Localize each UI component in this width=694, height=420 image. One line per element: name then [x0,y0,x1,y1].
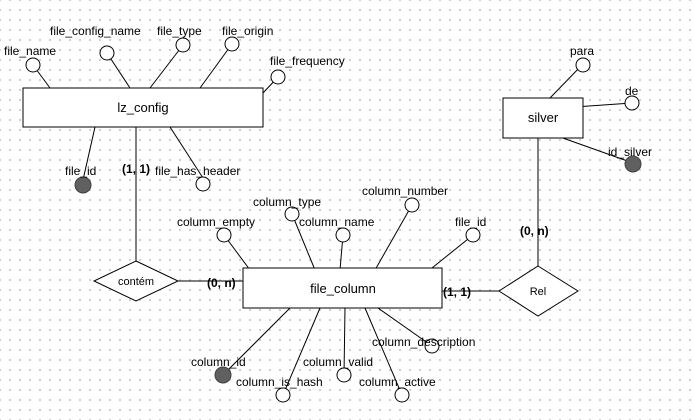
relationship-diamond [498,265,579,317]
entity-lz-config[interactable]: lz_config [22,87,264,128]
line-file-type [149,44,184,89]
attr-circle-file-origin[interactable] [224,36,240,52]
line-column-description [377,307,433,347]
attr-label-column-active: column_active [359,375,436,389]
relationship-diamond [92,260,180,302]
attr-key-circle-column-id[interactable] [214,366,232,384]
attr-label-id-silver: id_silver [608,145,652,159]
attr-circle-file-name[interactable] [25,57,41,73]
relationship-contem[interactable]: contém [92,260,180,302]
attr-circle-file-has-header[interactable] [195,176,211,192]
line-column-is-hash [282,307,321,396]
entity-label: lz_config [117,100,168,115]
attr-label-column-is-hash: column_is_hash [236,375,323,389]
cardinality-silver-rel: (0, n) [520,224,549,238]
line-para [549,64,583,99]
attr-circle-column-empty[interactable] [216,227,232,243]
attr-label-file-name: file_name [4,44,56,58]
cardinality-fc-rel: (1, 1) [443,285,471,299]
attr-key-circle-id-silver[interactable] [624,155,642,173]
attr-label-column-number: column_number [362,184,448,198]
attr-label-file-config-name: file_config_name [50,24,141,38]
line-file-origin [199,43,233,89]
entity-label: silver [528,110,559,125]
attr-label-column-id: column_id [191,355,246,369]
attr-label-column-description: column_description [372,335,475,349]
line-column-valid [343,307,346,376]
attr-label-para: para [570,44,594,58]
attr-label-file-has-header: file_has_header [155,164,240,178]
attr-circle-column-description[interactable] [424,338,440,354]
attr-circle-file-id-fc[interactable] [465,227,481,243]
entity-file-column[interactable]: file_column [242,267,443,309]
attr-label-column-type: column_type [253,195,321,209]
attr-circle-file-frequency[interactable] [270,69,286,85]
attr-circle-para[interactable] [575,57,591,73]
entity-box [22,87,264,128]
entity-label: file_column [310,281,376,296]
relationship-label: contém [118,276,154,288]
attr-circle-file-config-name[interactable] [99,45,115,61]
entity-box [502,97,584,139]
line-column-id [222,307,291,376]
attr-label-file-id-fc: file_id [455,215,486,229]
attr-label-file-frequency: file_frequency [270,54,345,68]
attr-label-file-type: file_type [157,24,202,38]
line-column-active [364,307,403,396]
attr-label-column-empty: column_empty [177,215,255,229]
attr-label-column-valid: column_valid [303,355,373,369]
attr-circle-column-is-hash[interactable] [275,387,291,403]
relationship-rel[interactable]: Rel [498,265,579,317]
entity-silver[interactable]: silver [502,97,584,139]
line-column-type [291,213,316,271]
attr-circle-column-number[interactable] [404,197,420,213]
cardinality-contem-fc: (0, n) [207,276,236,290]
relationship-label: Rel [530,286,547,298]
line-file-has-header [169,126,204,179]
attr-circle-file-type[interactable] [175,37,191,53]
line-column-number [374,204,413,271]
line-file-id-key [82,126,96,181]
attr-circle-column-active[interactable] [394,387,410,403]
attr-circle-de[interactable] [624,95,640,111]
attr-label-file-id: file_id [65,164,96,178]
attr-circle-column-type[interactable] [284,206,300,222]
entity-box [242,267,443,309]
line-file-id-fc [431,234,474,269]
cardinality-lz-contem: (1, 1) [122,162,150,176]
line-id-silver [559,136,634,164]
attr-label-column-name: column_name [299,215,375,229]
attr-label-de: de [625,84,639,98]
attr-circle-column-name[interactable] [335,227,351,243]
attr-key-circle-file-id[interactable] [74,176,92,194]
attr-label-file-origin: file_origin [222,24,273,38]
attr-circle-column-valid[interactable] [336,367,352,383]
